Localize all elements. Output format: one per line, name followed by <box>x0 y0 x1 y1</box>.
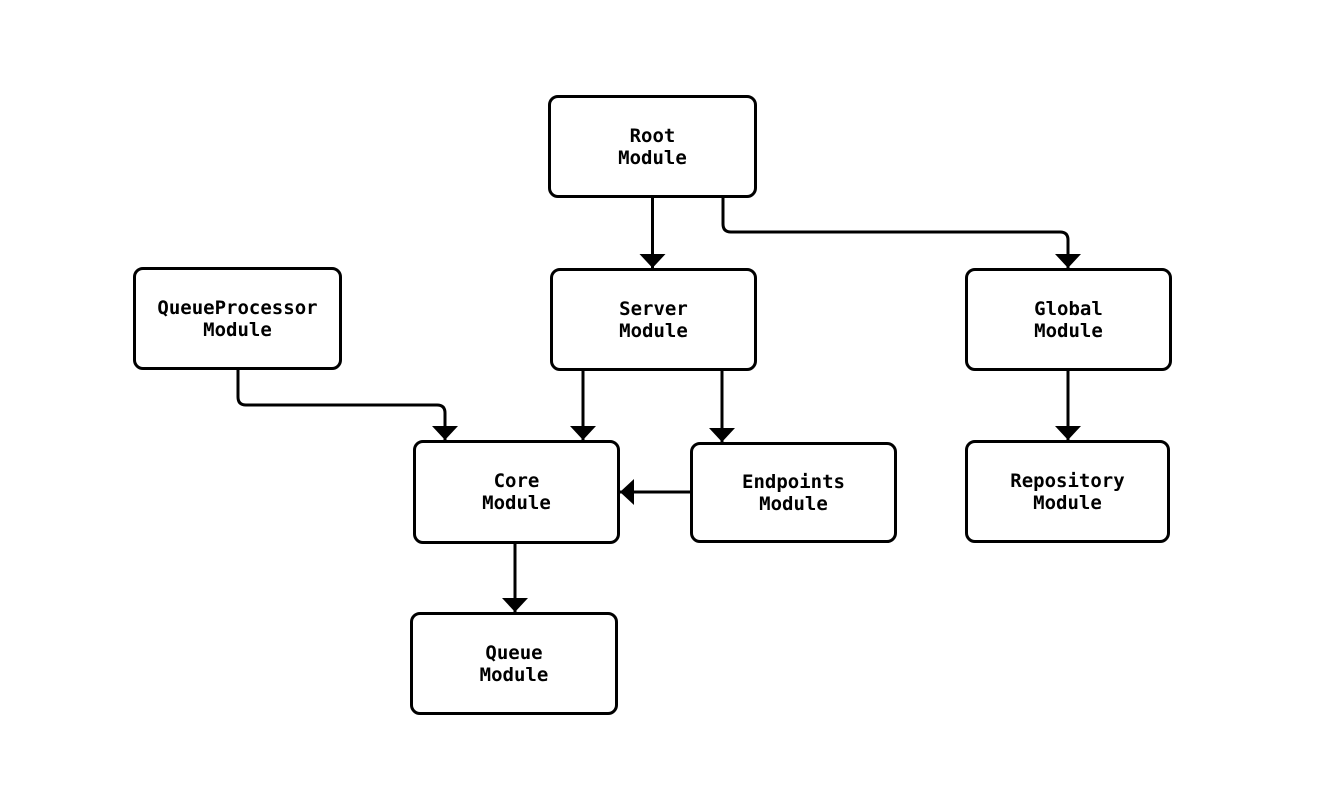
edge-queueprocessor-to-core <box>236 370 458 440</box>
node-root-module-label: Root Module <box>618 124 687 169</box>
node-global-module-label: Global Module <box>1034 297 1103 342</box>
node-core-module-label: Core Module <box>482 470 551 514</box>
node-server-module-label: Server Module <box>619 297 688 342</box>
node-global-module: Global Module <box>965 268 1172 371</box>
node-endpoints-module: Endpoints Module <box>690 442 897 543</box>
node-repository-module: Repository Module <box>965 440 1170 543</box>
node-server-module: Server Module <box>550 268 757 371</box>
edge-root-to-global <box>721 198 1081 268</box>
node-core-module: Core Module <box>413 440 620 544</box>
node-queueprocessor-module: QueueProcessor Module <box>133 267 342 370</box>
node-endpoints-module-label: Endpoints Module <box>742 470 845 515</box>
node-queue-module-label: Queue Module <box>479 641 549 686</box>
node-root-module: Root Module <box>548 95 757 198</box>
node-queueprocessor-module-label: QueueProcessor Module <box>157 296 318 341</box>
node-repository-module-label: Repository Module <box>1010 469 1125 514</box>
node-queue-module: Queue Module <box>410 612 618 715</box>
